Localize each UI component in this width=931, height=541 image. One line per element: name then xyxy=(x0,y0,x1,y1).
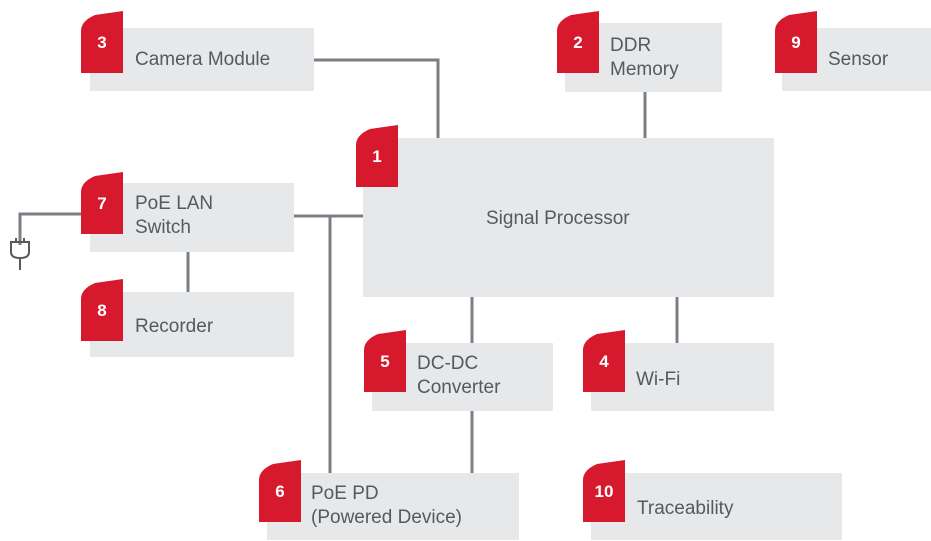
poe-pd-label: PoE PD (Powered Device) xyxy=(311,483,462,528)
camera-module-box: Camera Module xyxy=(90,28,314,91)
badge-dc-dc-converter: 5 xyxy=(364,330,406,392)
recorder-box: Recorder xyxy=(90,292,294,357)
badge-recorder: 8 xyxy=(81,279,123,341)
ddr-memory-label: DDR Memory xyxy=(610,35,679,80)
poe-lan-switch-box: PoE LAN Switch xyxy=(90,183,294,252)
ddr-memory-box: DDR Memory xyxy=(565,23,722,92)
poe-pd-box: PoE PD (Powered Device) xyxy=(267,473,519,540)
traceability-box: Traceability xyxy=(591,473,842,540)
sensor-label: Sensor xyxy=(828,49,889,70)
recorder-label: Recorder xyxy=(135,316,214,337)
badge-traceability: 10 xyxy=(583,460,625,522)
dc-dc-converter-label: DC-DC Converter xyxy=(417,353,501,398)
badge-wifi: 4 xyxy=(583,330,625,392)
badge-poe-lan-switch: 7 xyxy=(81,172,123,234)
wire-camera-processor xyxy=(294,58,440,138)
badge-poe-pd: 6 xyxy=(259,460,301,522)
poe-lan-switch-label: PoE LAN Switch xyxy=(135,193,214,238)
traceability-label: Traceability xyxy=(637,498,734,519)
badge-ddr-memory: 2 xyxy=(557,11,599,73)
signal-processor-label: Signal Processor xyxy=(486,208,630,229)
badge-camera-module: 3 xyxy=(81,11,123,73)
camera-module-label: Camera Module xyxy=(135,49,271,70)
power-plug-icon xyxy=(6,238,34,272)
wire-plug-switch xyxy=(18,212,90,245)
wifi-label: Wi-Fi xyxy=(636,369,681,390)
badge-sensor: 9 xyxy=(775,11,817,73)
badge-signal-processor: 1 xyxy=(356,125,398,187)
signal-processor-box: Signal Processor xyxy=(363,138,774,297)
